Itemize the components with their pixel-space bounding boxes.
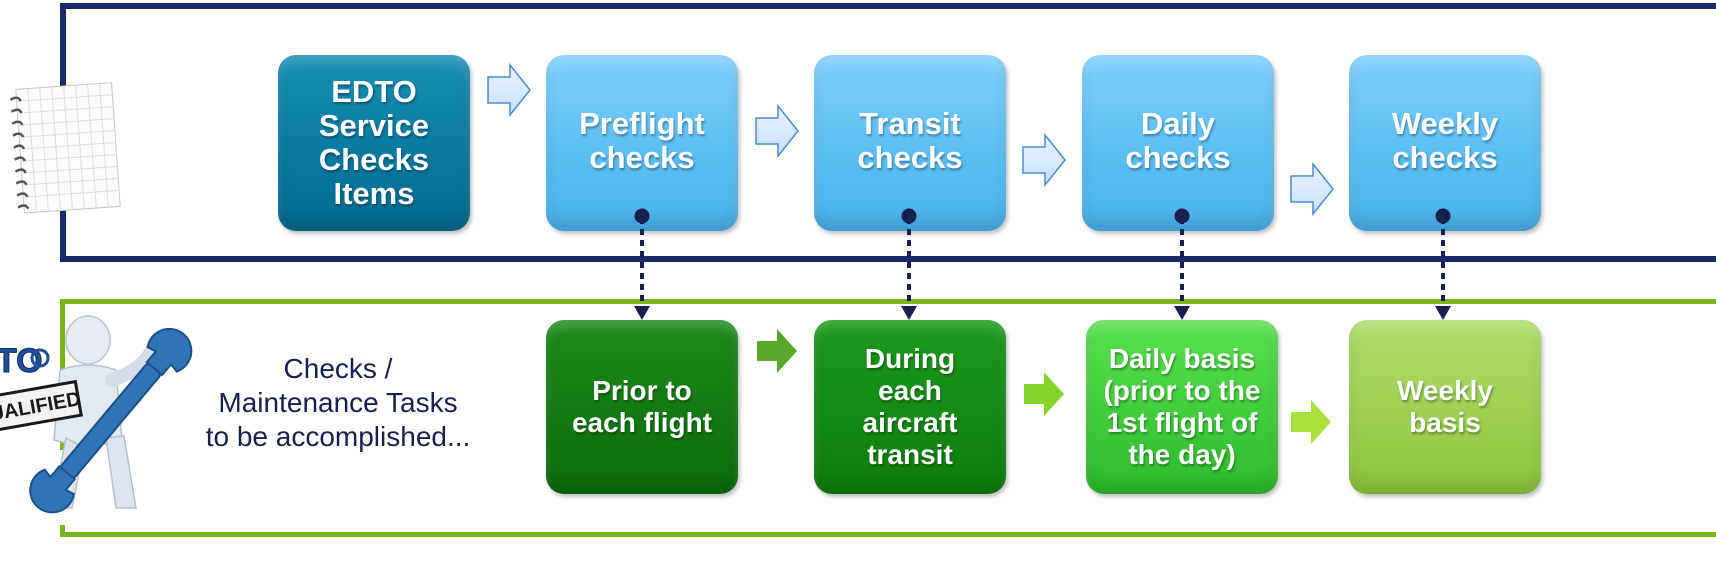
daily-basis-line-3: 1st flight of [1106,407,1258,438]
clock-icon [30,348,50,368]
preflight-checks-box: Preflight checks [546,55,738,231]
daily-basis-line-2: (prior to the [1103,375,1261,406]
during-line-1: During [864,343,956,374]
transit-line-2: checks [857,140,963,175]
weekly-line-2: checks [1392,140,1498,175]
transit-checks-box: Transit checks [814,55,1006,231]
weekly-checks-box: Weekly checks [1349,55,1541,231]
weekly-basis-line-2: basis [1409,407,1481,438]
preflight-line-2: checks [589,140,695,175]
badge-top-text: TO [0,342,43,380]
service-line-3: Checks [318,142,430,177]
during-line-3: aircraft [862,407,958,438]
daily-line-1: Daily [1140,106,1216,141]
service-line-1: EDTO [331,74,417,109]
prior-to-each-flight-box: Prior to each flight [546,320,738,494]
worker-wrench-icon: UALIFIED TO [0,315,205,525]
during-line-2: each [878,375,942,406]
caption-line-2: Maintenance Tasks [218,387,458,418]
preflight-line-1: Preflight [579,106,705,141]
transit-line-1: Transit [859,106,961,141]
weekly-line-1: Weekly [1391,106,1499,141]
prior-line-1: Prior to [592,375,692,406]
edto-service-checks-items-box: EDTO Service Checks Items [278,55,470,231]
during-line-4: transit [867,439,953,470]
caption-text: Checks / Maintenance Tasks to be accompl… [168,352,508,454]
daily-basis-line-1: Daily basis [1108,343,1256,374]
daily-basis-line-4: the day) [1128,439,1236,470]
service-line-2: Service [318,108,430,143]
during-each-transit-box: During each aircraft transit [814,320,1006,494]
prior-line-2: each flight [571,407,712,438]
daily-basis-box: Daily basis (prior to the 1st flight of … [1086,320,1278,494]
daily-checks-box: Daily checks [1082,55,1274,231]
caption-line-1: Checks / [283,353,393,384]
service-line-4: Items [333,176,415,211]
weekly-basis-box: Weekly basis [1349,320,1541,494]
daily-line-2: checks [1125,140,1231,175]
notepad-icon [9,82,121,214]
caption-line-3: to be accomplished... [205,421,471,452]
weekly-basis-line-1: Weekly [1397,375,1493,406]
